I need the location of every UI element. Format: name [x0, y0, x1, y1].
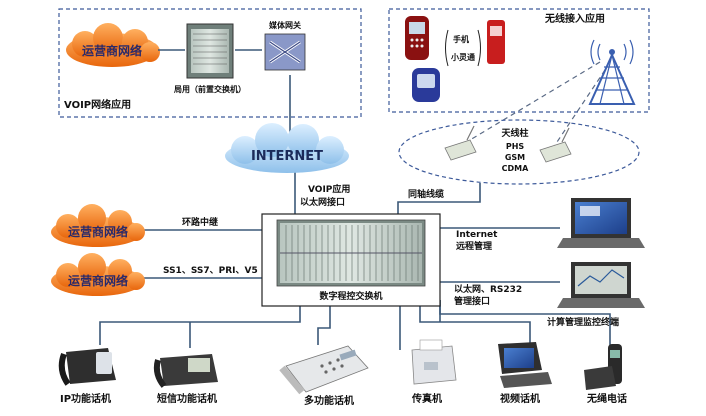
- local-exchange-rack: [186, 23, 234, 79]
- flip-phone-icon: [412, 68, 440, 102]
- monitor-laptop-icon: [557, 262, 645, 308]
- internet-label: INTERNET: [251, 149, 323, 164]
- wireless-frame: [388, 8, 650, 113]
- antenna-cdma: CDMA: [502, 164, 529, 173]
- carrier-label-loop: 运营商网络: [68, 224, 128, 239]
- multi-function-phone-icon: [279, 345, 369, 395]
- mobile-phone-icon: [405, 16, 429, 60]
- voip-carrier-label: 运营商网络: [82, 43, 142, 58]
- switch-label: 数字程控交换机: [319, 290, 382, 302]
- bracket-right: [477, 29, 481, 67]
- sms-phone-icon: [153, 354, 218, 388]
- local-exchange-label: 局用（前置交换机）: [173, 84, 246, 94]
- loop-trunk-label: 环路中继: [182, 216, 218, 228]
- terminal-label-1: 短信功能话机: [157, 392, 217, 405]
- voip-ethernet-label-1: VOIP应用: [308, 183, 350, 195]
- carrier-cloud-ss: 运营商网络: [51, 253, 145, 296]
- handset-label-1: 手机: [453, 34, 469, 44]
- ip-phone-icon: [58, 348, 116, 386]
- antenna-frame: [398, 119, 640, 185]
- terminal-label-5: 无绳电话: [586, 392, 627, 405]
- voip-title: VOIP网络应用: [64, 98, 131, 111]
- remote-label-1: Internet: [456, 230, 498, 240]
- coax-label: 同轴线缆: [408, 188, 444, 200]
- antenna-unit-left: [444, 125, 477, 161]
- radio-tower-icon: [588, 39, 636, 105]
- media-gateway: [264, 33, 306, 71]
- monitor-terminal-label: 计算管理监控终端: [547, 316, 619, 328]
- digital-switch: 数字程控交换机: [261, 213, 441, 307]
- video-phone-icon: [498, 342, 552, 388]
- voip-carrier-cloud: 运营商网络: [66, 23, 160, 67]
- fax-machine-icon: [411, 339, 457, 385]
- terminal-label-3: 传真机: [411, 392, 442, 405]
- wireless-title: 无线接入应用: [544, 12, 605, 25]
- voip-ethernet-label-2: 以太网接口: [300, 196, 345, 208]
- terminal-label-2: 多功能话机: [304, 394, 354, 407]
- antenna-phs: PHS: [506, 142, 525, 151]
- antenna-title: 天线柱: [501, 127, 528, 139]
- mgmt-label-2: 管理接口: [454, 295, 490, 307]
- voip-frame: [58, 8, 362, 118]
- remote-laptop-icon: [557, 198, 645, 248]
- wireless-links: [469, 61, 606, 146]
- antenna-gsm: GSM: [505, 153, 525, 162]
- mgmt-label-1: 以太网、RS232: [454, 283, 522, 295]
- terminal-label-0: IP功能话机: [60, 392, 111, 405]
- phs-phone-icon: [487, 20, 505, 64]
- carrier-cloud-loop: 运营商网络: [51, 204, 145, 247]
- connection-lines: [99, 75, 611, 350]
- media-gateway-label: 媒体网关: [268, 20, 301, 30]
- antenna-unit-right: [539, 127, 572, 163]
- internet-cloud: INTERNET: [225, 123, 349, 173]
- carrier-label-ss: 运营商网络: [68, 273, 128, 288]
- cordless-phone-icon: [584, 344, 622, 390]
- remote-label-2: 远程管理: [456, 240, 492, 252]
- terminal-label-4: 视频话机: [500, 392, 540, 405]
- handset-label-2: 小灵通: [450, 52, 475, 62]
- bracket-left: [445, 29, 449, 67]
- ss-trunk-label: SS1、SS7、PRI、V5: [163, 266, 258, 276]
